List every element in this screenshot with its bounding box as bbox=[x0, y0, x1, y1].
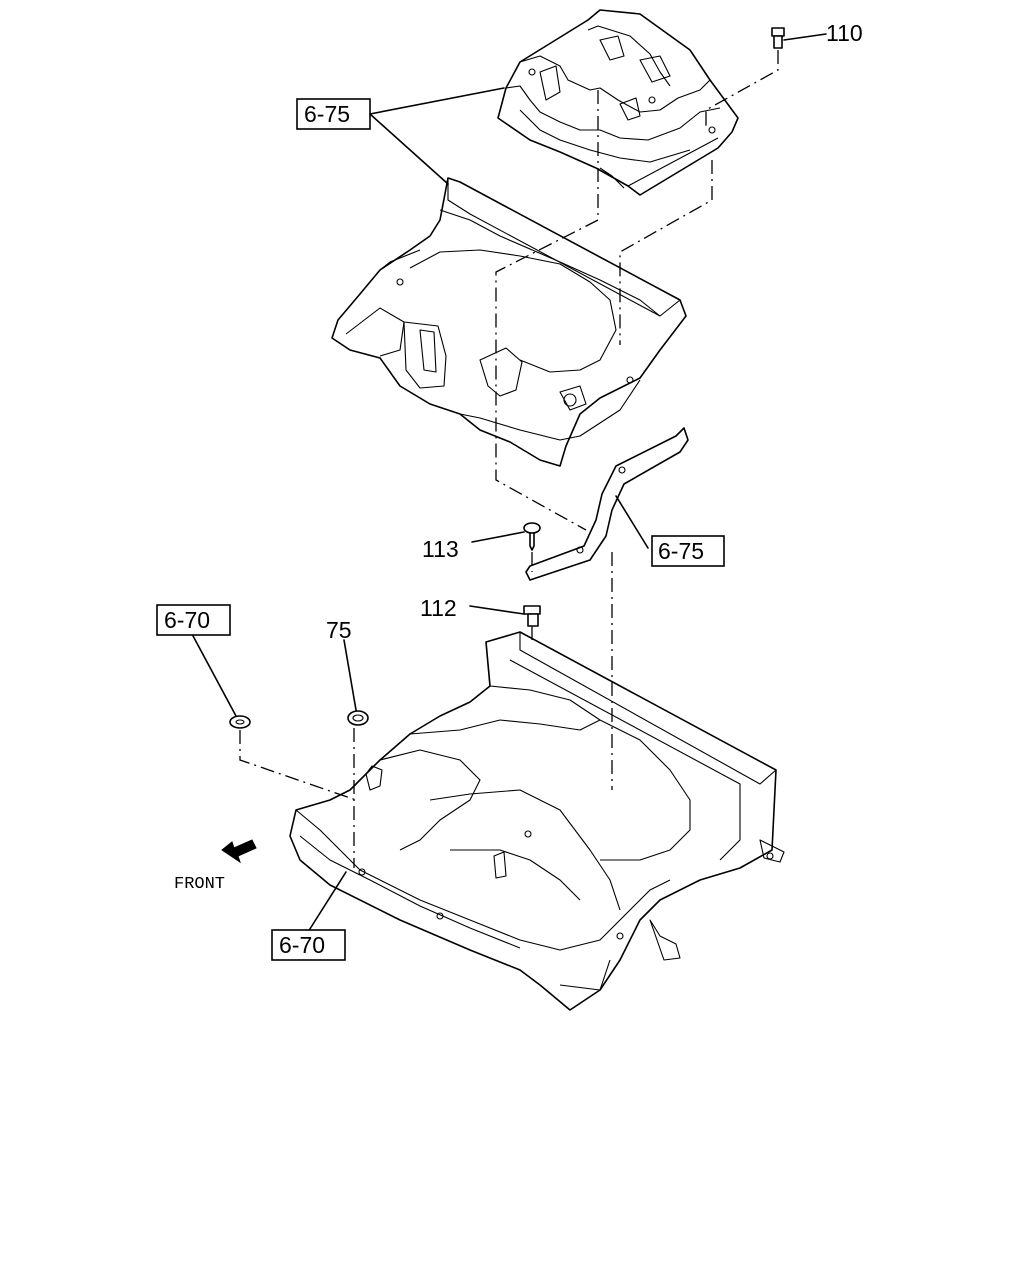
front-direction-label: FRONT bbox=[174, 875, 225, 894]
ref-6-70-bottom: 6-70 bbox=[279, 932, 325, 958]
alignment-lines bbox=[239, 50, 779, 868]
upper-heat-shield bbox=[497, 9, 739, 196]
nut-75-icon bbox=[347, 710, 369, 726]
middle-floor-panel bbox=[331, 177, 687, 467]
part-number-110: 110 bbox=[826, 20, 863, 46]
lower-floor-panel bbox=[289, 631, 785, 1011]
leader-lines bbox=[191, 87, 649, 933]
part-number-75: 75 bbox=[326, 617, 352, 643]
ref-6-70-left: 6-70 bbox=[164, 607, 210, 633]
ref-box-6-70-bottom bbox=[271, 929, 346, 961]
bracket-strip-6-75 bbox=[525, 427, 689, 581]
part-number-113: 113 bbox=[422, 536, 459, 562]
bolt-110-icon bbox=[771, 27, 827, 49]
screw-113-icon bbox=[471, 522, 541, 551]
ref-6-75-bottom: 6-75 bbox=[658, 538, 704, 564]
clip-112-icon bbox=[469, 605, 541, 627]
front-arrow-icon bbox=[221, 839, 257, 864]
grommet-icon bbox=[229, 715, 251, 729]
ref-box-6-75-top bbox=[296, 98, 371, 130]
part-number-112: 112 bbox=[420, 595, 457, 621]
ref-box-6-70-left bbox=[156, 604, 231, 636]
ref-6-75-top: 6-75 bbox=[304, 101, 350, 127]
ref-box-6-75-bottom bbox=[651, 535, 725, 567]
